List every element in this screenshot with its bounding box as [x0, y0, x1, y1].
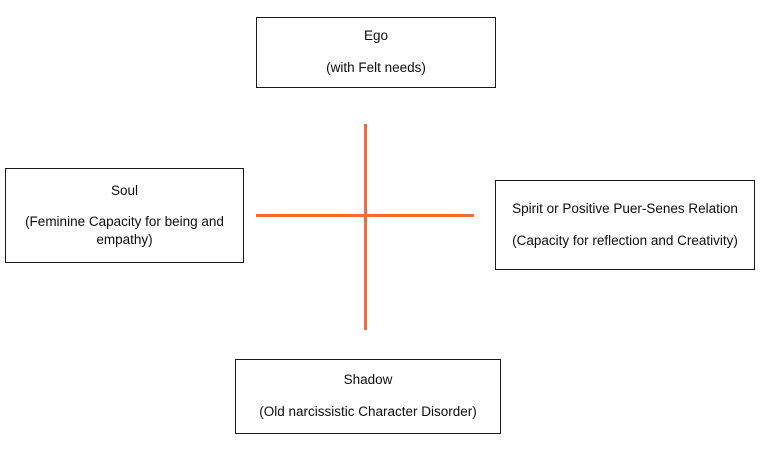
node-subtitle-ego: (with Felt needs): [326, 60, 426, 76]
node-title-ego: Ego: [363, 28, 389, 44]
node-box-ego[interactable]: Ego (with Felt needs): [256, 17, 496, 88]
node-subtitle-shadow: (Old narcissistic Character Disorder): [259, 404, 477, 420]
node-box-soul[interactable]: Soul (Feminine Capacity for being and em…: [5, 168, 244, 263]
horizontal-axis-line: [256, 214, 474, 217]
node-box-shadow[interactable]: Shadow (Old narcissistic Character Disor…: [235, 359, 501, 434]
node-box-spirit[interactable]: Spirit or Positive Puer-Senes Relation (…: [495, 180, 755, 270]
node-title-spirit: Spirit or Positive Puer-Senes Relation: [512, 200, 738, 216]
vertical-axis-line: [364, 124, 367, 330]
node-subtitle-soul: (Feminine Capacity for being and empathy…: [25, 214, 224, 247]
node-subtitle-spirit: (Capacity for reflection and Creativity): [512, 232, 738, 248]
node-title-soul: Soul: [110, 182, 139, 198]
node-title-shadow: Shadow: [343, 372, 393, 388]
